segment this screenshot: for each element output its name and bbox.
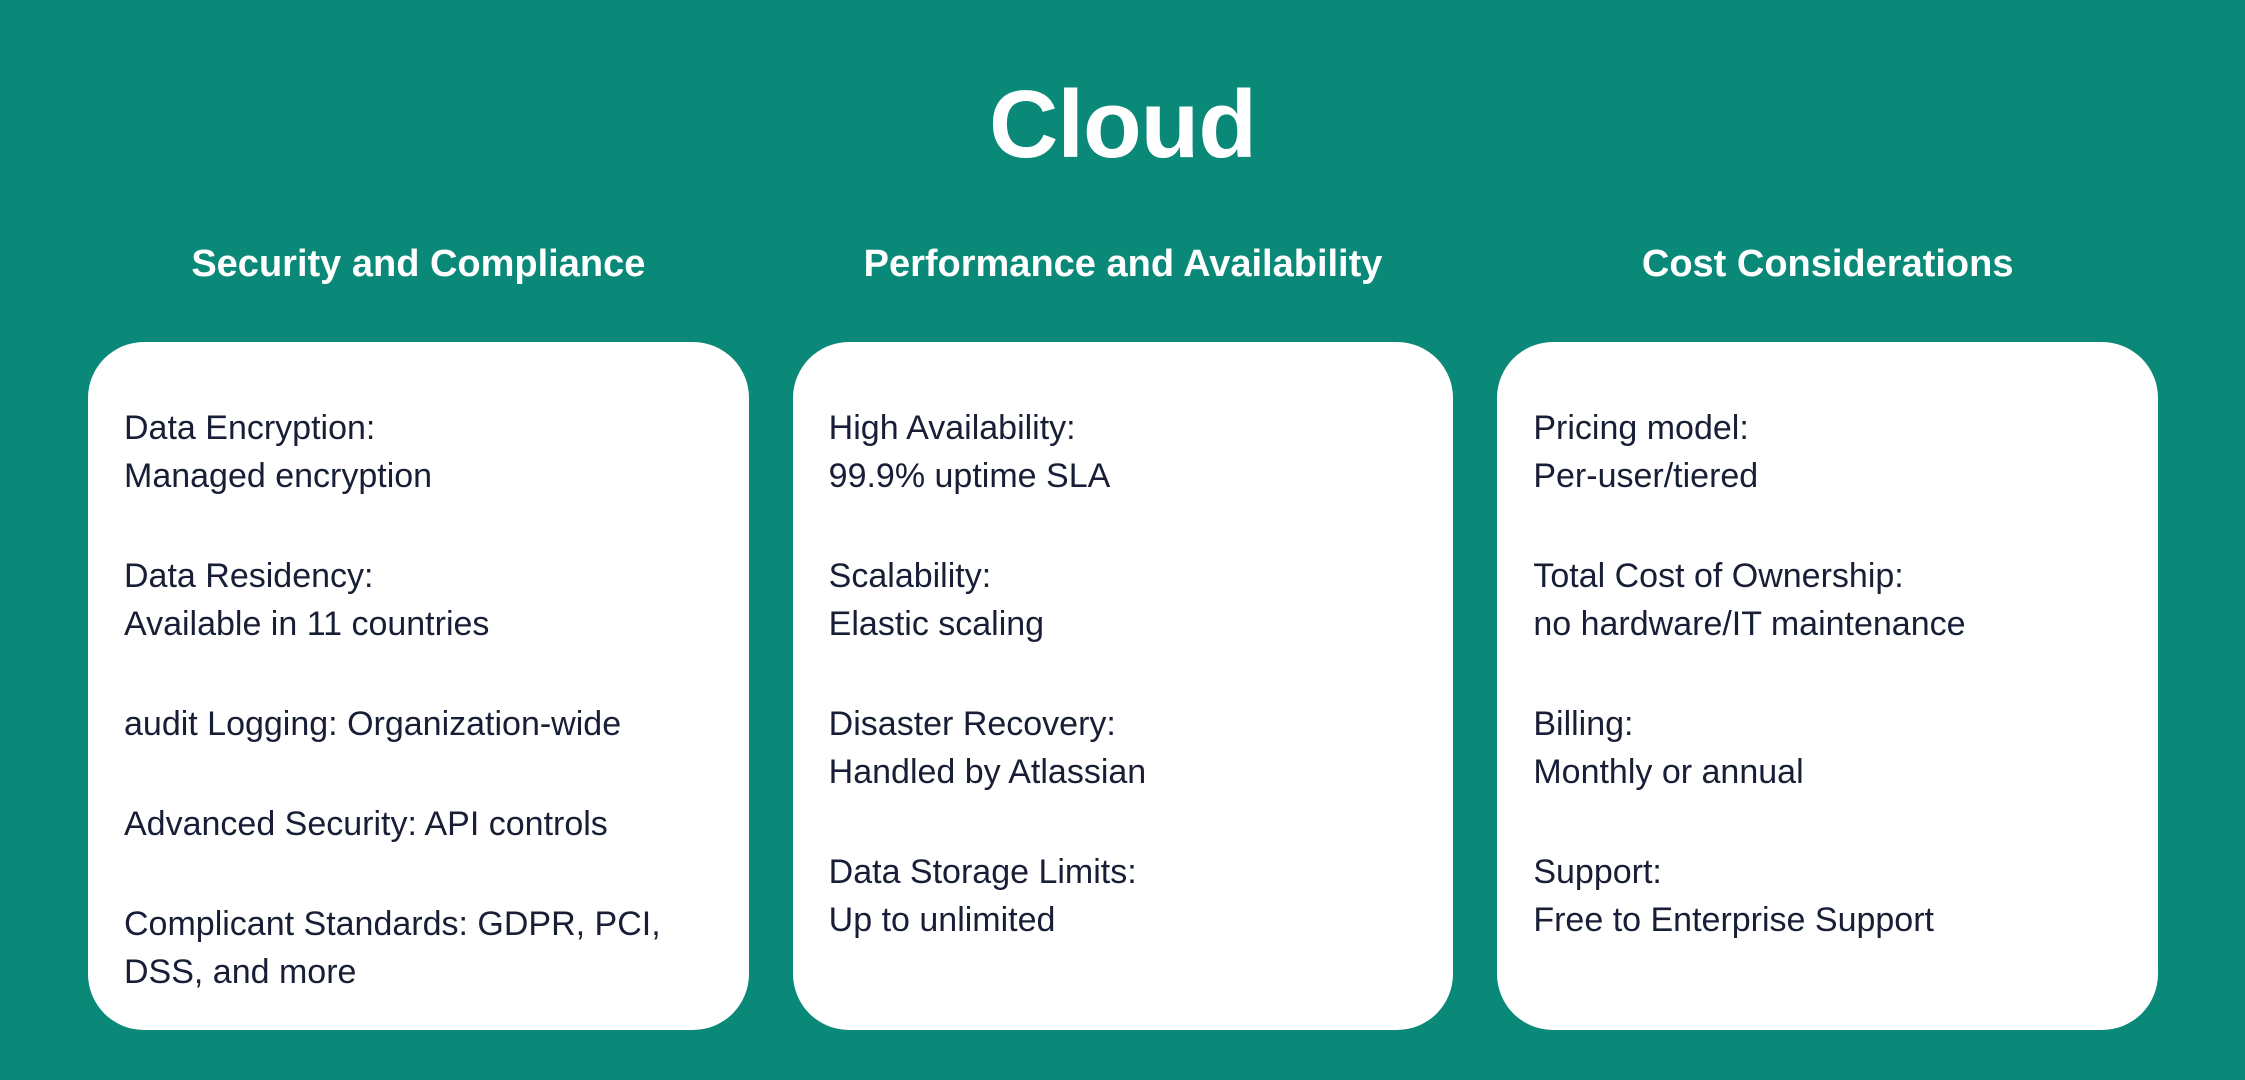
column-header: Cost Considerations bbox=[1641, 243, 2014, 285]
card-text-line: Per-user/tiered bbox=[1533, 457, 1759, 495]
card-text-line: Data Residency: bbox=[124, 557, 374, 595]
page-title: Cloud bbox=[989, 71, 1257, 178]
card-text-line: no hardware/IT maintenance bbox=[1533, 605, 1966, 643]
card-text-line: Support: bbox=[1533, 853, 1662, 891]
card-item: Advanced Security: API controls bbox=[124, 800, 713, 848]
card-text-line: Total Cost of Ownership: bbox=[1533, 557, 1904, 595]
card-text-line: Advanced Security: API controls bbox=[124, 805, 608, 843]
card-item: Complicant Standards: GDPR, PCI, DSS, an… bbox=[124, 900, 713, 996]
card-item: High Availability: 99.9% uptime SLA bbox=[829, 404, 1418, 500]
card-text-line: Up to unlimited bbox=[828, 901, 1056, 939]
card-item: Data Storage Limits: Up to unlimited bbox=[829, 848, 1418, 944]
card-item: audit Logging: Organization-wide bbox=[124, 700, 713, 748]
card-text-line: Monthly or annual bbox=[1533, 753, 1804, 791]
card-item: Scalability: Elastic scaling bbox=[829, 552, 1418, 648]
card-text-line: Managed encryption bbox=[124, 457, 433, 495]
card-text-line: High Availability: bbox=[828, 409, 1076, 447]
card-text-line: Free to Enterprise Support bbox=[1533, 901, 1934, 939]
card-text-line: Available in 11 countries bbox=[124, 605, 490, 643]
card-text-line: Scalability: bbox=[828, 557, 992, 595]
card-item: Support: Free to Enterprise Support bbox=[1533, 848, 2122, 944]
card-text-line: Handled by Atlassian bbox=[828, 753, 1147, 791]
card-item: Total Cost of Ownership: no hardware/IT m… bbox=[1533, 552, 2122, 648]
card-text-line: Data Encryption: bbox=[124, 409, 376, 447]
card-text-line: Pricing model: bbox=[1533, 409, 1749, 447]
card-text-line: Data Storage Limits: bbox=[828, 853, 1137, 891]
card-text-line: Elastic scaling bbox=[828, 605, 1045, 643]
card-item: Data Residency: Available in 11 countries bbox=[124, 552, 713, 648]
column-header: Security and Compliance bbox=[191, 243, 646, 285]
card-item: Billing: Monthly or annual bbox=[1533, 700, 2122, 796]
card-item: Data Encryption: Managed encryption bbox=[124, 404, 713, 500]
card-text-line: Complicant Standards: GDPR, PCI, DSS, an… bbox=[124, 905, 661, 991]
card-item: Disaster Recovery: Handled by Atlassian bbox=[829, 700, 1418, 796]
column-header: Performance and Availability bbox=[863, 243, 1383, 285]
card-text-line: Billing: bbox=[1533, 705, 1634, 743]
card-item: Pricing model: Per-user/tiered bbox=[1533, 404, 2122, 500]
card-text-line: Disaster Recovery: bbox=[828, 705, 1116, 743]
card: High Availability: 99.9% uptime SLA Scalab… bbox=[792, 342, 1454, 1030]
card-text-line: audit Logging: Organization-wide bbox=[124, 705, 622, 743]
card-text-line: 99.9% uptime SLA bbox=[828, 457, 1111, 495]
